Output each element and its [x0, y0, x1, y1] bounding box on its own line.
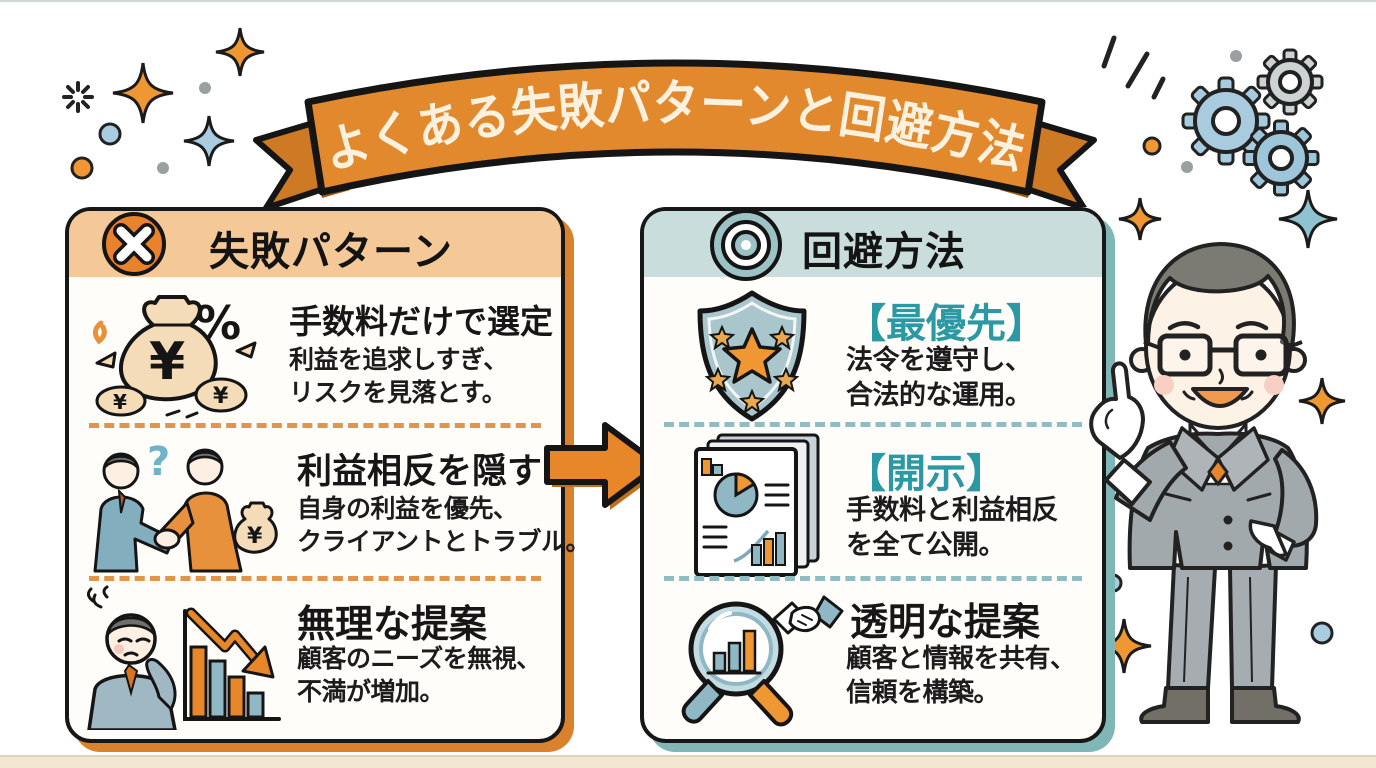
- ray-lines: [1101, 35, 1166, 100]
- failure-item-desc: 利益を追求しすぎ、 リスクを見落とす。: [289, 345, 508, 407]
- avoidance-item-desc: 顧客と情報を共有、 信頼を構築。: [846, 644, 1076, 708]
- avoidance-methods-panel: 回避方法 【最優先】 法令を遵守し、 合法的な運用。: [640, 207, 1106, 743]
- burst-icon: [62, 81, 94, 113]
- dashed-divider: [89, 423, 541, 428]
- svg-text:¥: ¥: [213, 384, 229, 409]
- avoidance-item-title: 【開示】: [846, 451, 1006, 497]
- failure-item-desc: 顧客のニーズを無視、 不満が増加。: [297, 644, 541, 706]
- svg-text:¥: ¥: [149, 332, 185, 392]
- failure-item-title: 手数料だけで選定: [289, 302, 553, 341]
- money-bag-yen-icon: % ¥ ¥ ¥: [93, 295, 257, 419]
- failure-patterns-panel: 失敗パターン % ¥ ¥ ¥ 手数料だけで選定 利益を追求しすぎ、 リスクを見落…: [65, 207, 591, 743]
- arrow-right-icon: [544, 422, 664, 510]
- title-ribbon: よくある失敗パターンと回避方法: [253, 59, 1097, 207]
- worried-man-declining-chart-icon: [86, 585, 281, 730]
- dot-decorations: [70, 50, 1334, 645]
- sparkle-icon: [184, 116, 1337, 248]
- failure-panel-title: 失敗パターン: [209, 229, 453, 275]
- gear-icon: [1242, 119, 1320, 197]
- svg-text:?: ?: [147, 439, 170, 485]
- avoidance-item-desc: 法令を遵守し、 合法的な運用。: [846, 345, 1032, 411]
- x-circle-icon: [102, 212, 166, 276]
- ribbon-band: [304, 59, 1046, 196]
- gear-icon: [1181, 76, 1271, 166]
- avoidance-item-title: 【最優先】: [846, 301, 1046, 347]
- failure-item-title: 無理な提案: [297, 602, 488, 646]
- target-icon: [710, 209, 782, 281]
- dashed-divider: [89, 576, 541, 581]
- avoidance-item-desc: 手数料と利益相反 を全て公開。: [846, 495, 1059, 561]
- businessman-mascot: [1089, 242, 1319, 724]
- sparkle-icon: [113, 28, 1345, 673]
- gear-icon: [1256, 48, 1324, 116]
- failure-item-title: 利益相反を隠す: [297, 452, 543, 492]
- magnifier-chart-handshake-icon: [681, 595, 844, 727]
- dashed-divider: [664, 576, 1082, 581]
- floor-strip: [0, 755, 1376, 768]
- failure-item-desc: 自身の利益を優先、 クライアントとトラブル。: [297, 494, 591, 556]
- star-shield-icon: [697, 290, 807, 422]
- avoidance-item-title: 透明な提案: [850, 600, 1041, 644]
- avoidance-panel-title: 回避方法: [802, 229, 966, 275]
- top-hairline: [0, 0, 1376, 2]
- dashed-divider: [664, 422, 1082, 427]
- handshake-hidden-moneybag-icon: ? ¥: [93, 439, 278, 573]
- report-documents-icon: [694, 433, 820, 577]
- svg-text:¥: ¥: [113, 390, 127, 414]
- svg-text:¥: ¥: [247, 524, 263, 549]
